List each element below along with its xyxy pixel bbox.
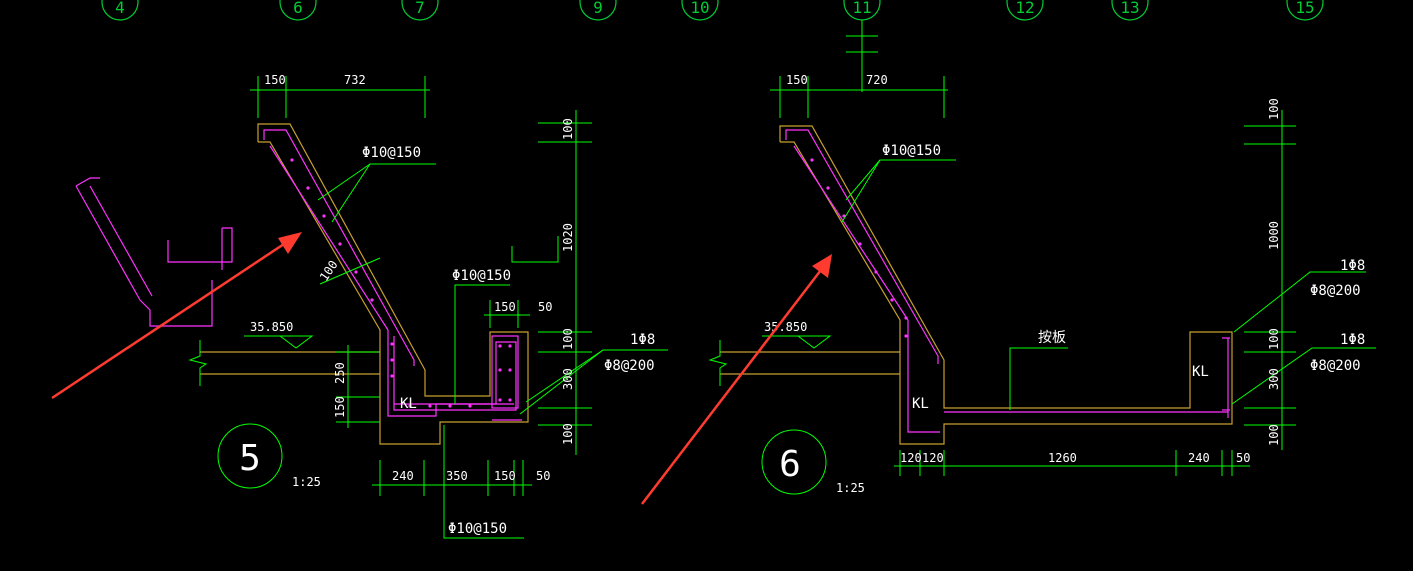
- detail6-rebar-stirrup-2: Φ8@200: [1310, 358, 1361, 374]
- detail5-rebar: [263, 129, 522, 421]
- detail6-elevation: 35.850: [764, 320, 807, 334]
- axis-11-tickline: [846, 20, 878, 92]
- detail6-rebar-dots: [810, 158, 908, 338]
- detail5-rebar-mid-dist: Φ10@150: [452, 268, 511, 284]
- detail6-section-number: 6: [779, 444, 801, 485]
- detail5-dim-right-300: 300: [561, 368, 575, 390]
- detail5-dim-left-150: 150: [333, 396, 347, 418]
- grid-axis-12: 12: [1015, 0, 1034, 17]
- grid-axis-10: 10: [690, 0, 709, 17]
- detail6-dim-top-720: 720: [866, 73, 888, 87]
- detail5-dim-top-150: 150: [264, 73, 286, 87]
- detail5-dim-slab-100: 100: [317, 258, 341, 284]
- detail5-dim-right-100-bot: 100: [561, 423, 575, 445]
- detail5-dimension-lines: [188, 76, 668, 539]
- grid-axis-7: 7: [415, 0, 425, 17]
- detail5-dim-top-732: 732: [344, 73, 366, 87]
- detail5-dim-right-100-mid: 100: [561, 328, 575, 350]
- detail5-rebar-bottom-dist: Φ10@150: [448, 521, 507, 537]
- detail6-dim-right-100-top: 100: [1267, 98, 1281, 120]
- detail6-concrete-outline: [720, 125, 1233, 445]
- detail-6[interactable]: 150 720 100 1000 100 300 100 120 120 126…: [708, 73, 1376, 495]
- detail5-dim-left-250: 250: [333, 362, 347, 384]
- detail6-dim-bot-50: 50: [1236, 451, 1250, 465]
- annotation-arrow-right: [641, 254, 832, 505]
- annotation-arrow-left: [51, 232, 302, 400]
- detail6-beam-label-right: KL: [1192, 364, 1209, 380]
- grid-axis-4: 4: [115, 0, 125, 17]
- detail5-dim-bot-150: 150: [494, 469, 516, 483]
- detail6-rebar: [785, 129, 1230, 433]
- detail6-scale: 1:25: [836, 481, 865, 495]
- detail6-dim-right-300: 300: [1267, 368, 1281, 390]
- detail6-rebar-slab-dist: Φ10@150: [882, 143, 941, 159]
- grid-axis-bubbles: [101, 0, 1324, 21]
- detail5-dim-bot-350: 350: [446, 469, 468, 483]
- detail5-dim-curb-50: 50: [538, 300, 552, 314]
- detail5-dim-right-1020: 1020: [561, 223, 575, 252]
- detail6-rebar-stirrup-top-2: 1Φ8: [1340, 332, 1365, 348]
- grid-axis-11: 11: [852, 0, 871, 17]
- detail6-dim-bot-120b: 120: [922, 451, 944, 465]
- detail6-dim-right-100-mid: 100: [1267, 328, 1281, 350]
- detail5-dim-curb-150: 150: [494, 300, 516, 314]
- detail6-rebar-stirrup-top-1: 1Φ8: [1340, 258, 1365, 274]
- detail6-dim-bot-1260: 1260: [1048, 451, 1077, 465]
- detail6-dim-bot-240: 240: [1188, 451, 1210, 465]
- detail5-dim-bot-240: 240: [392, 469, 414, 483]
- detail6-dim-right-1000: 1000: [1267, 221, 1281, 250]
- detail6-dim-top-150: 150: [786, 73, 808, 87]
- detail5-left-partial-rebar: [75, 177, 233, 327]
- grid-axis-6: 6: [293, 0, 303, 17]
- detail6-rebar-stirrup-1: Φ8@200: [1310, 283, 1361, 299]
- detail6-beam-label-left: KL: [912, 396, 929, 412]
- detail5-scale: 1:25: [292, 475, 321, 489]
- detail5-dim-right-100-top: 100: [561, 118, 575, 140]
- grid-axis-13: 13: [1120, 0, 1139, 17]
- detail6-dim-right-100-bot: 100: [1267, 424, 1281, 446]
- detail-5[interactable]: 150 732 100 100 1020 100 300 100 250 150…: [75, 73, 668, 539]
- detail5-rebar-stirrup-top: 1Φ8: [630, 332, 655, 348]
- detail5-rebar-stirrup: Φ8@200: [604, 358, 655, 374]
- detail5-rebar-dots: [290, 158, 512, 408]
- detail5-rebar-slab-dist: Φ10@150: [362, 145, 421, 161]
- detail5-beam-label: KL: [400, 396, 417, 412]
- detail5-section-number: 5: [239, 438, 261, 479]
- detail5-concrete-outline: [200, 123, 529, 445]
- grid-axis-9: 9: [593, 0, 603, 17]
- detail6-slab-note: 按板: [1038, 330, 1066, 346]
- detail6-dim-bot-120a: 120: [900, 451, 922, 465]
- grid-axis-15: 15: [1295, 0, 1314, 17]
- detail6-dimension-lines: [708, 76, 1376, 495]
- detail5-elevation: 35.850: [250, 320, 293, 334]
- detail5-dim-bot-50: 50: [536, 469, 550, 483]
